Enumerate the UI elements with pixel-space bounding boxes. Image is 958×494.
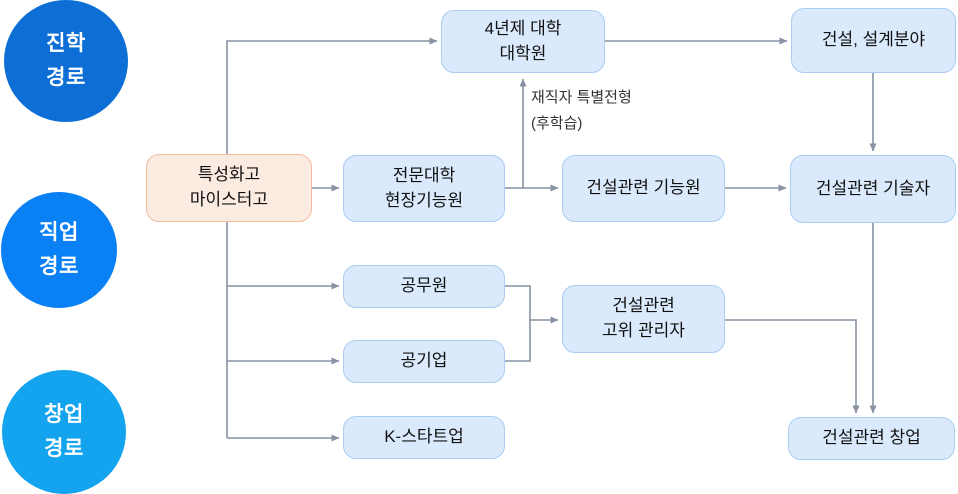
node-civil-servant: 공무원 [343, 265, 505, 308]
node-k-startup: K-스타트업 [343, 416, 505, 459]
edge-label-special-admission: 재직자 특별전형 (후학습) [531, 89, 632, 132]
node-construction-senior-manager: 건설관련 고위 관리자 [562, 285, 725, 353]
legend-circle-advancement-path: 진학 경로 [4, 0, 128, 122]
node-4year-university-grad-school: 4년제 대학 대학원 [441, 10, 605, 73]
edge-manager-to-startup [725, 319, 860, 414]
node-construction-technician: 건설관련 기능원 [562, 155, 725, 222]
node-junior-college-field-technician: 전문대학 현장기능원 [343, 155, 505, 222]
node-specialized-high-school: 특성화고 마이스터고 [146, 154, 312, 222]
node-construction-startup: 건설관련 창업 [788, 417, 955, 460]
legend-circle-employment-path: 직업 경로 [1, 192, 117, 308]
node-public-corporation: 공기업 [343, 340, 505, 383]
legend-circle-startup-path: 창업 경로 [2, 370, 126, 494]
node-construction-engineer: 건설관련 기술자 [790, 155, 956, 223]
node-construction-design-field: 건설, 설계분야 [791, 8, 956, 73]
edge-hs-to-univ [226, 37, 438, 154]
edge-civil-pubcorp-join [505, 285, 531, 362]
